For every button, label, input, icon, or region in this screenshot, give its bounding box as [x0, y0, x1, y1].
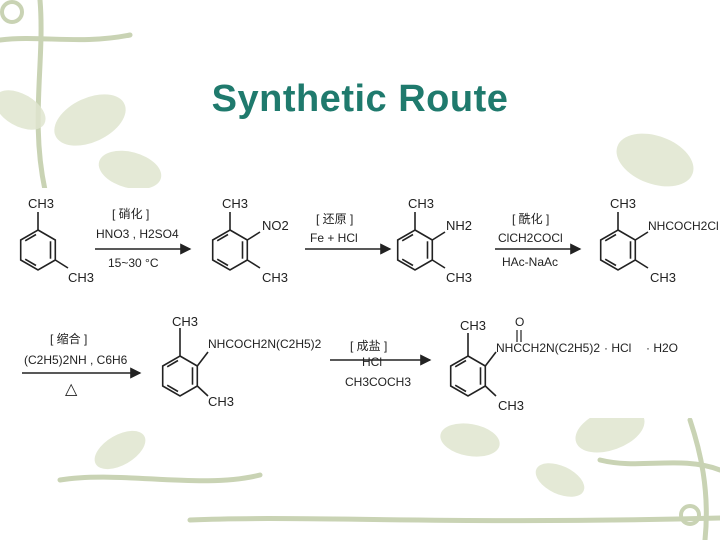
arrow-1-reagent: HNO3 , H2SO4 [96, 227, 179, 241]
compound-1-top-group: CH3 [28, 196, 54, 211]
slide-title: Synthetic Route [211, 78, 509, 120]
compound-4-structure: CH3 NHCOCH2Cl CH3 [599, 196, 719, 285]
arrow-5-solvent: CH3COCH3 [345, 375, 411, 389]
arrow-4: [ 缩合 ] (C2H5)2NH , C6H6 △ [22, 331, 142, 398]
compound-3-side-group: NH2 [446, 218, 472, 233]
compound-5-top-group: CH3 [172, 314, 198, 329]
compound-3-structure: CH3 NH2 CH3 [396, 196, 472, 285]
arrow-4-heat: △ [65, 381, 78, 398]
compound-6-salt: · HCl [604, 341, 631, 355]
arrow-1-condition: 15~30 °C [108, 256, 159, 270]
compound-2-side-group: NO2 [262, 218, 289, 233]
arrow-1-tag: [ 硝化 ] [112, 207, 149, 221]
compound-2-structure: CH3 NO2 CH3 [211, 196, 289, 285]
compound-6-side-group: NHCCH2N(C2H5)2 [496, 341, 600, 355]
compound-6-structure: CH3 O NHCCH2N(C2H5)2 · HCl · H2O CH3 [449, 315, 678, 413]
compound-5-bottom-group: CH3 [208, 394, 234, 409]
arrow-3-reagent: ClCH2COCl [498, 231, 563, 245]
compound-2-top-group: CH3 [222, 196, 248, 211]
compound-4-top-group: CH3 [610, 196, 636, 211]
arrow-2-reagent: Fe + HCl [310, 231, 358, 245]
compound-2-bottom-group: CH3 [262, 270, 288, 285]
compound-6-top-group: CH3 [460, 318, 486, 333]
compound-6-carbonyl-oxygen: O [515, 315, 524, 329]
arrow-1: [ 硝化 ] HNO3 , H2SO4 15~30 °C [95, 207, 192, 270]
arrow-4-reagent: (C2H5)2NH , C6H6 [24, 353, 128, 367]
compound-1-structure: CH3 CH3 [19, 196, 94, 285]
arrow-2-tag: [ 还原 ] [316, 212, 353, 226]
compound-5-structure: CH3 NHCOCH2N(C2H5)2 CH3 [161, 314, 322, 409]
arrow-5-tag: [ 成盐 ] [350, 339, 387, 353]
compound-3-top-group: CH3 [408, 196, 434, 211]
compound-6-hydrate: · H2O [646, 341, 678, 355]
compound-1-meta-group: CH3 [68, 270, 94, 285]
compound-5-side-group: NHCOCH2N(C2H5)2 [208, 337, 322, 351]
arrow-5: [ 成盐 ] HCl CH3COCH3 [330, 339, 432, 389]
compound-6-bottom-group: CH3 [498, 398, 524, 413]
compound-3-bottom-group: CH3 [446, 270, 472, 285]
arrow-3: [ 酰化 ] ClCH2COCl HAc-NaAc [495, 212, 582, 269]
arrow-3-condition: HAc-NaAc [502, 255, 558, 269]
compound-4-side-group: NHCOCH2Cl [648, 219, 719, 233]
arrow-3-tag: [ 酰化 ] [512, 212, 549, 226]
compound-4-bottom-group: CH3 [650, 270, 676, 285]
arrow-4-tag: [ 缩合 ] [50, 331, 87, 346]
synthesis-scheme: CH3 CH3 [ 硝化 ] HNO3 , H2SO4 15~30 °C CH3… [10, 188, 720, 418]
arrow-5-reagent: HCl [362, 355, 382, 369]
arrow-2: [ 还原 ] Fe + HCl [305, 212, 392, 255]
